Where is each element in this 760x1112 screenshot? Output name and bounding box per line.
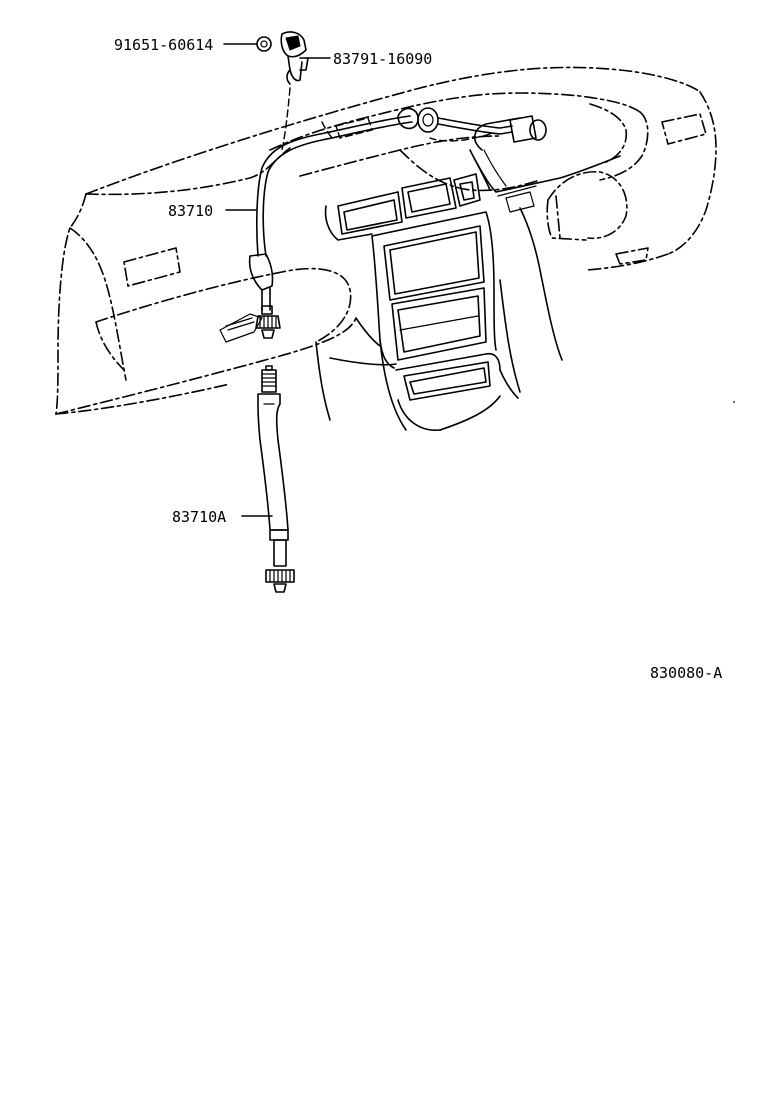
cable-clamp (280, 31, 309, 85)
leader-lines (223, 43, 331, 517)
label-bolt: 91651-60614 (114, 36, 213, 54)
label-cable-upper: 83710 (168, 202, 213, 220)
routing-line (281, 87, 291, 151)
cowl-top (269, 92, 707, 393)
label-clamp: 83791-16090 (333, 50, 432, 68)
center-console (315, 173, 519, 431)
speck (733, 401, 735, 403)
label-cable-lower: 83710A (172, 508, 226, 526)
figure-code: 830080-A (650, 664, 722, 682)
speedometer-cable-lower (257, 365, 295, 593)
bolt (256, 36, 272, 52)
instrument-panel (55, 66, 717, 415)
